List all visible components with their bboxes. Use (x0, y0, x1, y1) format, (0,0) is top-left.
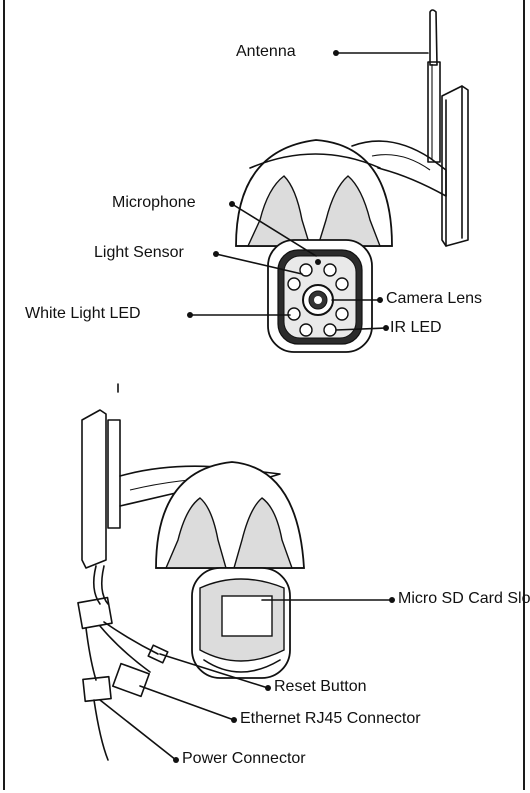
rear-wall-mount-drawing (81, 409, 121, 569)
antenna-drawing (427, 9, 441, 163)
ethernet-leader-line (139, 685, 235, 721)
light-sensor-leader-line (215, 253, 303, 275)
ir-led-leader-line (335, 327, 387, 331)
label-antenna: Antenna (236, 43, 296, 60)
power-connector-leader-line (99, 699, 177, 761)
sd-card-slot-drawing (221, 595, 273, 637)
label-ir-led: IR LED (390, 319, 442, 336)
bottom-camera-drawing (77, 383, 395, 763)
microphone-leader-line (231, 203, 317, 257)
label-power-connector: Power Connector (182, 750, 306, 767)
label-reset-button: Reset Button (274, 678, 367, 695)
cable-bundle-drawing (77, 565, 169, 761)
label-microphone: Microphone (112, 194, 196, 211)
label-ethernet-rj45-connector: Ethernet RJ45 Connector (240, 710, 421, 727)
label-camera-lens: Camera Lens (386, 290, 483, 307)
diagram-frame (3, 0, 525, 790)
top-camera-drawing (187, 9, 469, 353)
mount-arm-drawing (351, 140, 447, 197)
led-ring-drawing (287, 259, 349, 337)
reset-button-leader-line (159, 653, 269, 689)
label-micro-sd-card-slot: Micro SD Card Slot (398, 590, 530, 607)
wall-mount-drawing (441, 85, 469, 247)
label-light-sensor: Light Sensor (94, 244, 184, 261)
label-white-light-led: White Light LED (25, 305, 141, 322)
